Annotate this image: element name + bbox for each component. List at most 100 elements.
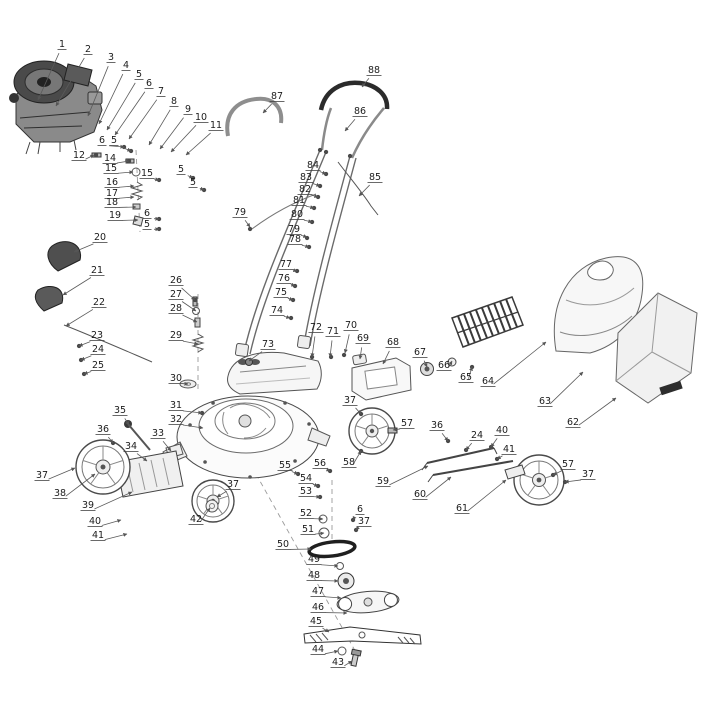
svg-text:16: 16	[106, 177, 118, 188]
part-callout-9: 9	[159, 104, 193, 150]
svg-text:87: 87	[271, 91, 283, 102]
part-callout-6: 6	[114, 78, 154, 136]
svg-text:48: 48	[308, 570, 320, 581]
svg-text:55: 55	[279, 460, 291, 471]
part-callout-6: 6	[142, 208, 160, 221]
part-callout-37: 37	[342, 395, 362, 415]
part-callout-31: 31	[168, 400, 203, 415]
part-callout-70: 70	[343, 320, 359, 354]
part-callout-52: 52	[298, 508, 324, 521]
svg-text:5: 5	[144, 219, 150, 230]
blade-drive-stack	[307, 539, 400, 614]
part-callout-21: 21	[62, 265, 105, 296]
svg-text:5: 5	[136, 69, 142, 80]
part-callout-73: 73	[248, 339, 276, 362]
part-callout-7: 7	[128, 86, 166, 140]
svg-text:37: 37	[358, 516, 370, 527]
rear-grate	[451, 296, 524, 348]
svg-text:4: 4	[123, 60, 129, 71]
part-callout-11: 11	[185, 120, 224, 156]
part-callout-72: 72	[308, 322, 324, 358]
part-callout-8: 8	[148, 96, 179, 146]
svg-text:52: 52	[300, 508, 312, 519]
svg-text:22: 22	[93, 297, 105, 308]
part-callout-5: 5	[188, 177, 205, 191]
svg-text:23: 23	[91, 330, 103, 341]
svg-text:46: 46	[312, 602, 324, 613]
svg-text:65: 65	[460, 372, 472, 383]
svg-text:6: 6	[99, 135, 105, 146]
svg-text:37: 37	[582, 469, 594, 480]
svg-text:30: 30	[170, 373, 182, 384]
part-callout-57: 57	[392, 418, 415, 432]
svg-text:24: 24	[471, 430, 483, 441]
svg-text:47: 47	[312, 586, 324, 597]
bail-lever	[318, 80, 390, 111]
svg-text:57: 57	[401, 418, 413, 429]
part-callout-17: 17	[104, 188, 135, 200]
svg-text:15: 15	[141, 168, 153, 179]
part-callout-40: 40	[490, 425, 510, 448]
part-callout-85: 85	[358, 172, 383, 197]
part-callout-19: 19	[107, 210, 139, 223]
svg-text:73: 73	[262, 339, 274, 350]
part-callout-15: 15	[139, 168, 160, 182]
part-callout-23: 23	[78, 330, 105, 347]
blade-bolt	[350, 648, 362, 667]
part-callout-65: 65	[458, 366, 474, 383]
part-callout-55: 55	[277, 460, 299, 475]
svg-text:6: 6	[146, 78, 152, 89]
hub-cap	[205, 499, 219, 513]
height-adjuster	[115, 420, 184, 498]
svg-text:8: 8	[171, 96, 177, 107]
part-callout-62: 62	[565, 397, 617, 428]
part-callout-81: 81	[291, 195, 315, 210]
part-callout-29: 29	[168, 330, 199, 346]
part-callout-80: 80	[289, 209, 313, 224]
svg-text:78: 78	[289, 234, 301, 245]
blade-washer	[337, 646, 347, 656]
side-deflectors	[34, 241, 153, 363]
part-callout-74: 74	[269, 305, 291, 319]
part-callout-57: 57	[552, 459, 576, 476]
grass-bag-frame	[553, 256, 644, 354]
svg-text:37: 37	[344, 395, 356, 406]
svg-text:50: 50	[277, 539, 289, 550]
part-callout-44: 44	[310, 644, 339, 655]
part-callout-22: 22	[65, 297, 107, 327]
svg-text:75: 75	[275, 287, 287, 298]
svg-text:68: 68	[387, 337, 399, 348]
part-callout-12: 12	[71, 150, 95, 161]
part-callout-35: 35	[112, 405, 130, 426]
svg-text:45: 45	[310, 616, 322, 627]
part-callout-38: 38	[52, 473, 96, 499]
svg-text:70: 70	[345, 320, 357, 331]
svg-text:77: 77	[280, 259, 292, 270]
part-callout-79: 79	[232, 207, 251, 228]
svg-text:18: 18	[106, 197, 118, 208]
part-callout-3: 3	[87, 52, 116, 117]
svg-text:86: 86	[354, 106, 366, 117]
svg-text:34: 34	[125, 441, 137, 452]
part-callout-14: 14	[102, 153, 130, 164]
svg-text:62: 62	[567, 417, 579, 428]
svg-text:49: 49	[308, 554, 320, 565]
part-callout-47: 47	[310, 586, 342, 600]
part-callout-45: 45	[308, 616, 330, 633]
svg-text:43: 43	[332, 657, 344, 668]
part-callout-84: 84	[305, 160, 327, 175]
wheel-rear-right	[513, 454, 565, 506]
part-callout-37: 37	[216, 479, 241, 498]
part-callout-88: 88	[361, 65, 382, 88]
part-callout-10: 10	[170, 112, 209, 153]
part-callout-48: 48	[306, 570, 339, 583]
svg-text:5: 5	[111, 135, 117, 146]
part-callout-67: 67	[412, 347, 428, 368]
svg-text:2: 2	[85, 44, 91, 55]
axle-bolt	[387, 427, 398, 434]
part-callout-2: 2	[55, 44, 93, 107]
svg-text:6: 6	[144, 208, 150, 219]
svg-text:36: 36	[97, 424, 109, 435]
part-callout-5: 5	[142, 219, 160, 232]
svg-text:81: 81	[293, 195, 305, 206]
